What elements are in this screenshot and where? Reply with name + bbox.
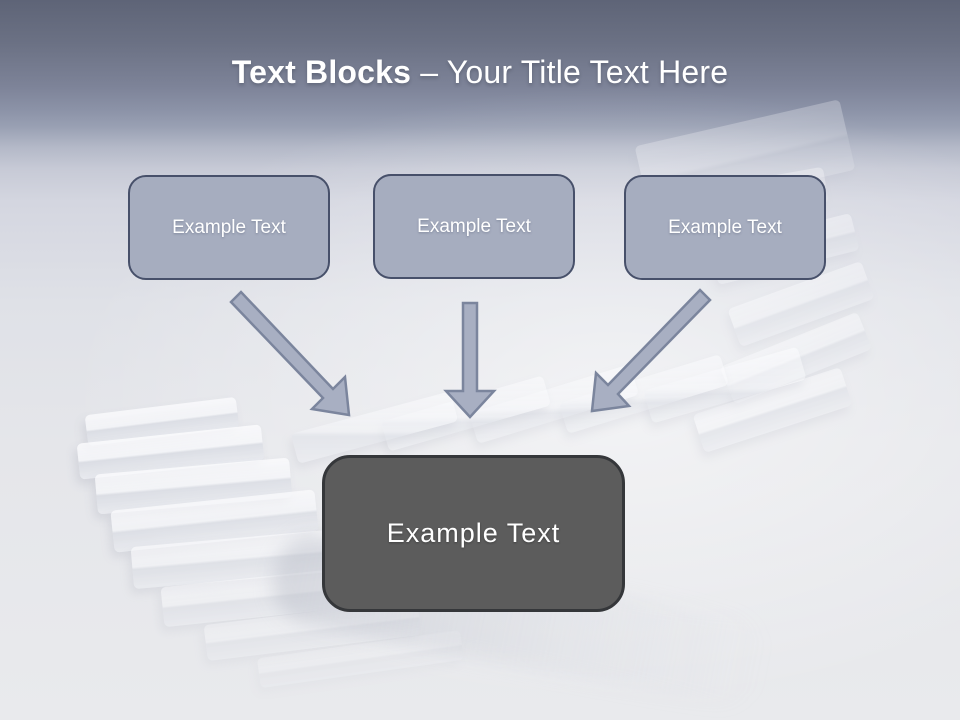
slide-title: Text Blocks – Your Title Text Here — [0, 52, 960, 92]
book-shape — [558, 354, 730, 434]
text-block-3: Example Text — [624, 175, 826, 280]
connector-arrow-right — [590, 288, 712, 413]
text-block-1: Example Text — [128, 175, 330, 280]
book-shape — [380, 375, 552, 452]
center-block: Example Text — [322, 455, 625, 612]
book-shape — [290, 391, 459, 464]
book-shape — [76, 424, 265, 480]
book-shape — [110, 489, 319, 553]
text-block-2-label: Example Text — [417, 215, 531, 237]
connector-arrow-middle — [443, 301, 497, 419]
book-shape — [130, 528, 344, 590]
text-block-2: Example Text — [373, 174, 575, 279]
book-shape — [468, 364, 640, 444]
book-shape — [719, 311, 873, 405]
connector-arrow-left — [229, 290, 351, 417]
text-block-1-label: Example Text — [172, 216, 286, 238]
slide-title-rest: – Your Title Text Here — [411, 54, 729, 90]
text-block-3-label: Example Text — [668, 216, 782, 238]
book-shape — [643, 346, 807, 424]
center-block-label: Example Text — [386, 518, 561, 548]
book-shape — [692, 367, 853, 453]
book-shape — [94, 457, 293, 515]
book-shape — [256, 629, 465, 689]
book-shape — [84, 396, 240, 447]
slide-title-bold: Text Blocks — [231, 54, 412, 90]
